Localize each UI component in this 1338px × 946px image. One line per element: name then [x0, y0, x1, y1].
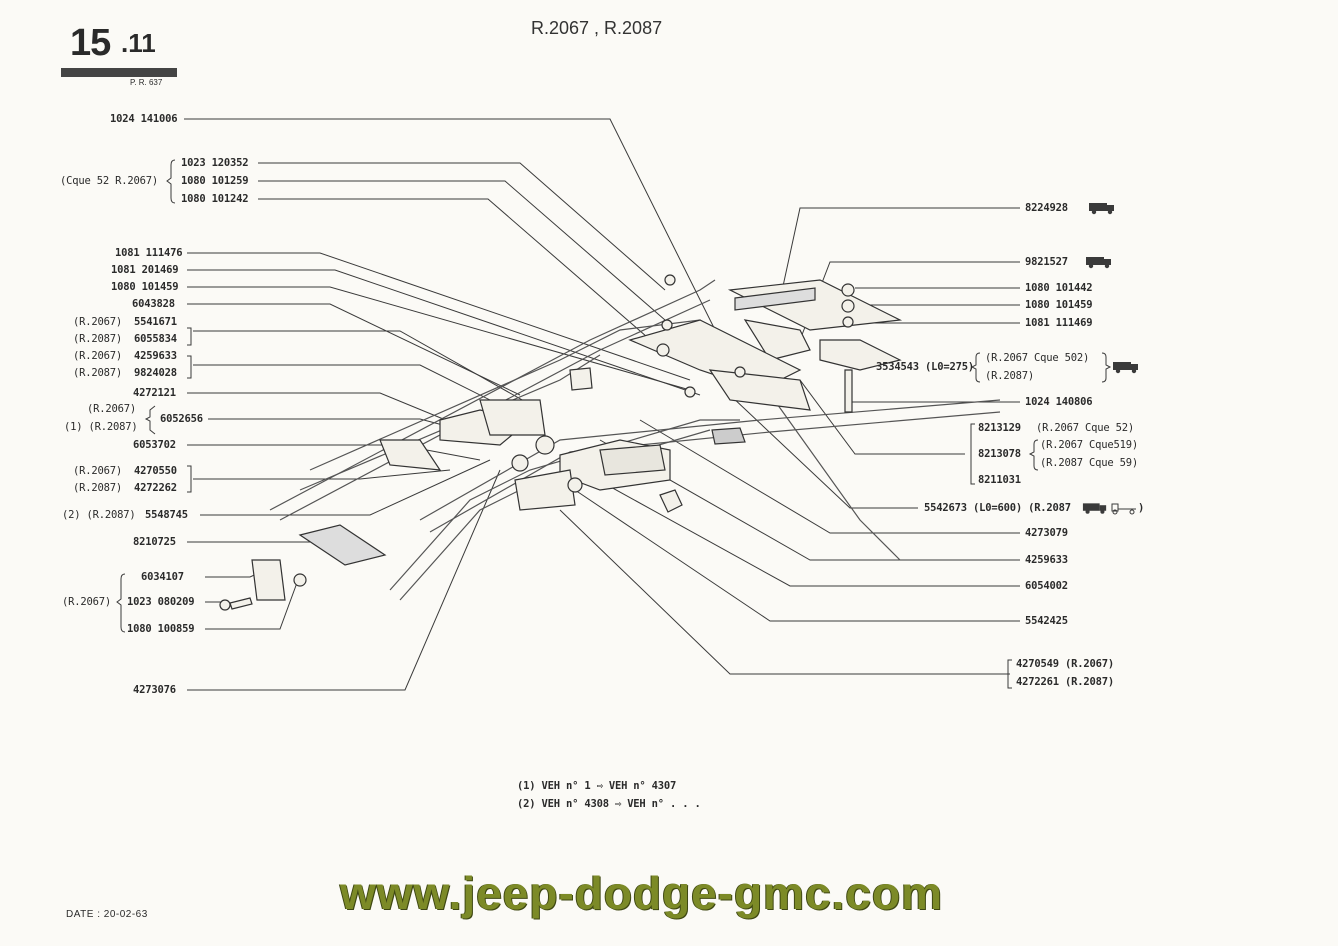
part-note: (R.2067) — [87, 403, 136, 415]
part-label: 1080 100859 — [127, 623, 195, 635]
part-note: (R.2067 Cque519) — [1040, 439, 1138, 451]
part-label: 1080 101459 — [1025, 299, 1093, 311]
part-label: 8211031 — [978, 474, 1021, 486]
part-label: 1080 101442 — [1025, 282, 1093, 294]
part-note: (R.2087) — [73, 482, 122, 494]
part-label: 5542425 — [1025, 615, 1068, 627]
model-title: R.2067 , R.2087 — [531, 18, 663, 38]
part-note: (R.2067) — [73, 350, 122, 362]
part-label: 1081 111476 — [115, 247, 183, 259]
tractor-icon — [1111, 503, 1136, 515]
truck-icon — [1082, 503, 1107, 514]
part-label: 6052656 — [160, 413, 203, 425]
page-sub-number: .11 — [121, 28, 156, 58]
part-label: 1080 101459 — [111, 281, 179, 293]
part-label: 4259633 — [1025, 554, 1068, 566]
part-note: (R.2087) — [73, 367, 122, 379]
part-label: 8213129 — [978, 422, 1021, 434]
part-note: (R.2067) — [73, 316, 122, 328]
part-note: (1) (R.2087) — [64, 421, 138, 433]
part-label: 5541671 — [134, 316, 177, 328]
part-label: 6043828 — [132, 298, 175, 310]
truck-icon — [1086, 257, 1111, 269]
part-label: 4272121 — [133, 387, 176, 399]
part-label: 4272261 (R.2087) — [1016, 676, 1114, 688]
part-label: 1081 201469 — [111, 264, 179, 276]
part-note: (2) (R.2087) — [62, 509, 136, 521]
date-stamp: DATE : 20-02-63 — [66, 909, 148, 920]
footnote: (1) VEH n° 1 ⇨ VEH n° 4307 — [517, 780, 677, 792]
part-note: (R.2067) — [62, 596, 111, 608]
part-note: (R.2087) — [73, 333, 122, 345]
part-note: (R.2087) — [985, 370, 1034, 382]
part-label: 9824028 — [134, 367, 177, 379]
part-note: (R.2067 Cque 52) — [1036, 422, 1134, 434]
part-label: 8210725 — [133, 536, 176, 548]
part-label: 1024 140806 — [1025, 396, 1093, 408]
part-label: 8224928 — [1025, 202, 1068, 214]
part-note: (R.2067) — [73, 465, 122, 477]
part-note: (Cque 52 R.2067) — [60, 175, 158, 187]
part-note: (R.2087 Cque 59) — [1040, 457, 1138, 469]
part-label: 6034107 — [141, 571, 184, 583]
part-label: 1080 101259 — [181, 175, 249, 187]
part-label: 5548745 — [145, 509, 188, 521]
watermark-url: www.jeep-dodge-gmc.com — [340, 867, 944, 919]
part-label: 4270549 (R.2067) — [1016, 658, 1114, 670]
page-number: 15 — [70, 22, 111, 64]
pr-reference: P. R. 637 — [130, 78, 163, 87]
part-label: 4273079 — [1025, 527, 1068, 539]
part-label: 5542673 (L0=600) (R.2087 — [924, 502, 1071, 514]
part-label: 4273076 — [133, 684, 176, 696]
truck-icon — [1113, 362, 1138, 374]
part-label: 6055834 — [134, 333, 177, 345]
part-label: 1023 120352 — [181, 157, 249, 169]
part-label: 1081 111469 — [1025, 317, 1093, 329]
title-underline-bar — [61, 68, 177, 77]
part-label: 9821527 — [1025, 256, 1068, 268]
truck-icon — [1089, 203, 1114, 215]
part-label: 1024 141006 — [110, 113, 178, 125]
part-label: 1023 080209 — [127, 596, 195, 608]
part-label: 4272262 — [134, 482, 177, 494]
part-label: 8213078 — [978, 448, 1021, 460]
footnote: (2) VEH n° 4308 ⇨ VEH n° . . . — [517, 798, 701, 810]
part-label: 4259633 — [134, 350, 177, 362]
part-label: 4270550 — [134, 465, 177, 477]
part-label: 6054002 — [1025, 580, 1068, 592]
part-label: 1080 101242 — [181, 193, 249, 205]
part-note: (R.2067 Cque 502) — [985, 352, 1090, 364]
part-label: 3534543 (L0=275) — [876, 361, 974, 373]
part-label: 6053702 — [133, 439, 176, 451]
part-label: ) — [1138, 502, 1145, 514]
